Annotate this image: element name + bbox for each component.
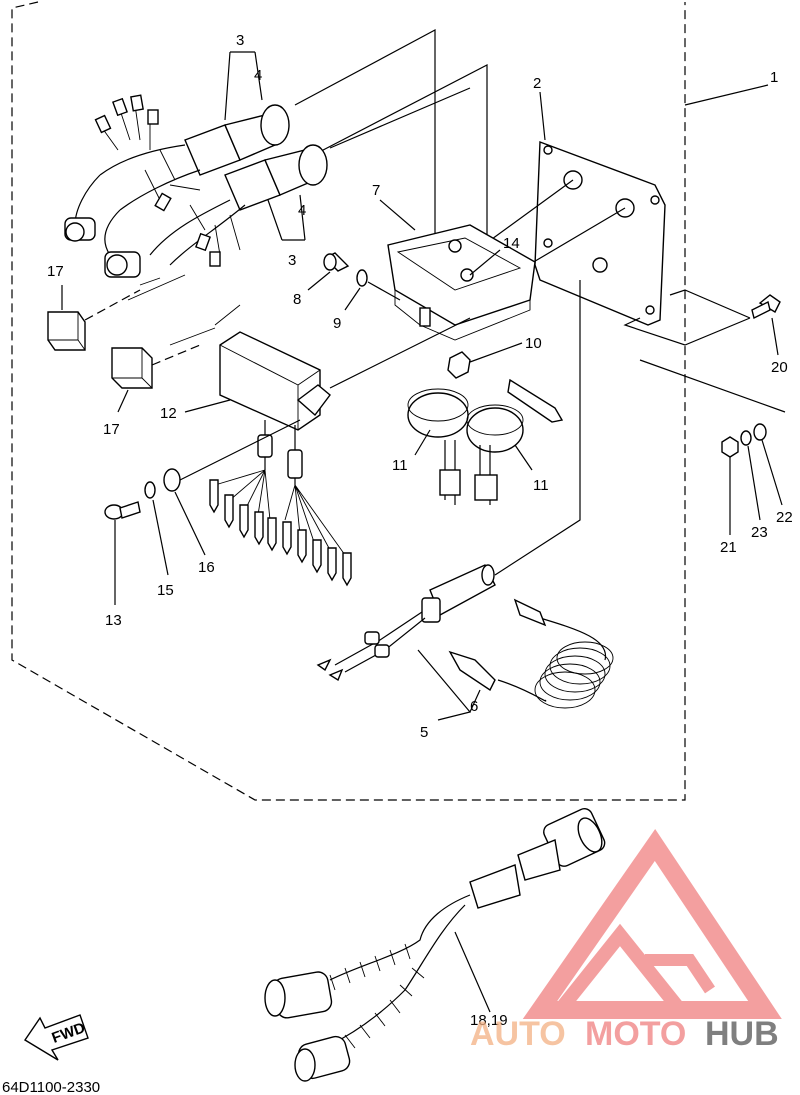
watermark-auto: AUTO: [470, 1015, 566, 1053]
callout-18-19: 18,19: [470, 1012, 508, 1029]
leader-1: [684, 84, 769, 106]
cap-17a: [47, 311, 86, 351]
nut-10: [447, 351, 471, 379]
watermark-moto: MOTO: [585, 1015, 686, 1053]
lanyard-cord: [448, 598, 614, 709]
leader-20: [623, 289, 779, 356]
callout-4b: 4: [298, 202, 306, 219]
leader-7: [379, 199, 416, 231]
nut-21: [721, 436, 739, 458]
relay-11a: [407, 388, 469, 505]
leader-16: [174, 491, 206, 556]
diagram-code: 64D1100-2330: [2, 1079, 100, 1095]
callout-11a: 11: [392, 457, 408, 474]
callout-2: 2: [533, 75, 541, 92]
cdi-unit: [209, 331, 352, 587]
callout-12: 12: [160, 405, 177, 422]
callout-20: 20: [771, 359, 788, 376]
bracket: [387, 224, 536, 341]
dash-17: [84, 289, 201, 366]
callout-16: 16: [198, 559, 215, 576]
callout-3b: 3: [288, 252, 296, 269]
callout-7: 7: [372, 182, 380, 199]
leader-5: [417, 649, 481, 721]
callout-9: 9: [333, 315, 341, 332]
main-harness: [64, 94, 328, 346]
leader-3a: [224, 51, 263, 121]
cable-tie: [507, 378, 564, 423]
leader-3b: [267, 194, 306, 241]
callout-14: 14: [503, 235, 520, 252]
washer-23: [740, 430, 752, 446]
bolt-20: [751, 294, 781, 320]
screw-8: [323, 252, 350, 272]
leader-8: [307, 271, 331, 291]
bracket-plate: [534, 141, 666, 326]
callout-22: 22: [776, 509, 793, 526]
callout-17b: 17: [103, 421, 120, 438]
leader-12: [184, 399, 231, 413]
callout-11b: 11: [533, 477, 549, 494]
callout-1: 1: [770, 69, 778, 86]
callout-4a: 4: [254, 67, 262, 84]
callout-17a: 17: [47, 263, 64, 280]
leader-17b: [117, 389, 129, 413]
cap-17b: [111, 347, 153, 389]
relay-11b: [466, 404, 524, 505]
automotohub-watermark-logo: AUTO MOTO HUB: [470, 829, 782, 1053]
leader-14: [469, 249, 501, 276]
callout-5: 5: [420, 724, 428, 741]
stop-switch: [316, 564, 496, 682]
leader-18-19: [454, 931, 491, 1013]
projection-lines: [294, 28, 626, 576]
washer-16: [163, 468, 181, 492]
callout-21: 21: [720, 539, 737, 556]
projection-12: [179, 317, 471, 481]
assembly-boundary: [11, 1, 686, 801]
fwd-arrow-icon: [24, 1014, 89, 1061]
screw-13: [104, 501, 141, 520]
callout-6: 6: [470, 698, 478, 715]
leader-15: [152, 499, 169, 576]
leader-21-23: [639, 359, 786, 535]
callout-13: 13: [105, 612, 122, 629]
callout-15: 15: [157, 582, 174, 599]
leader-11b: [514, 444, 533, 471]
washer-15: [144, 481, 156, 499]
callout-10: 10: [525, 335, 542, 352]
extension-harness: [264, 808, 606, 1082]
washer-22: [753, 423, 767, 441]
leader-9: [344, 281, 401, 311]
leader-10: [469, 342, 523, 363]
watermark-hub: HUB: [705, 1015, 779, 1053]
washer-9: [356, 269, 368, 287]
callout-3a: 3: [236, 32, 244, 49]
callout-8: 8: [293, 291, 301, 308]
leader-2: [539, 91, 546, 141]
callout-23: 23: [751, 524, 768, 541]
leader-11a: [414, 429, 431, 456]
